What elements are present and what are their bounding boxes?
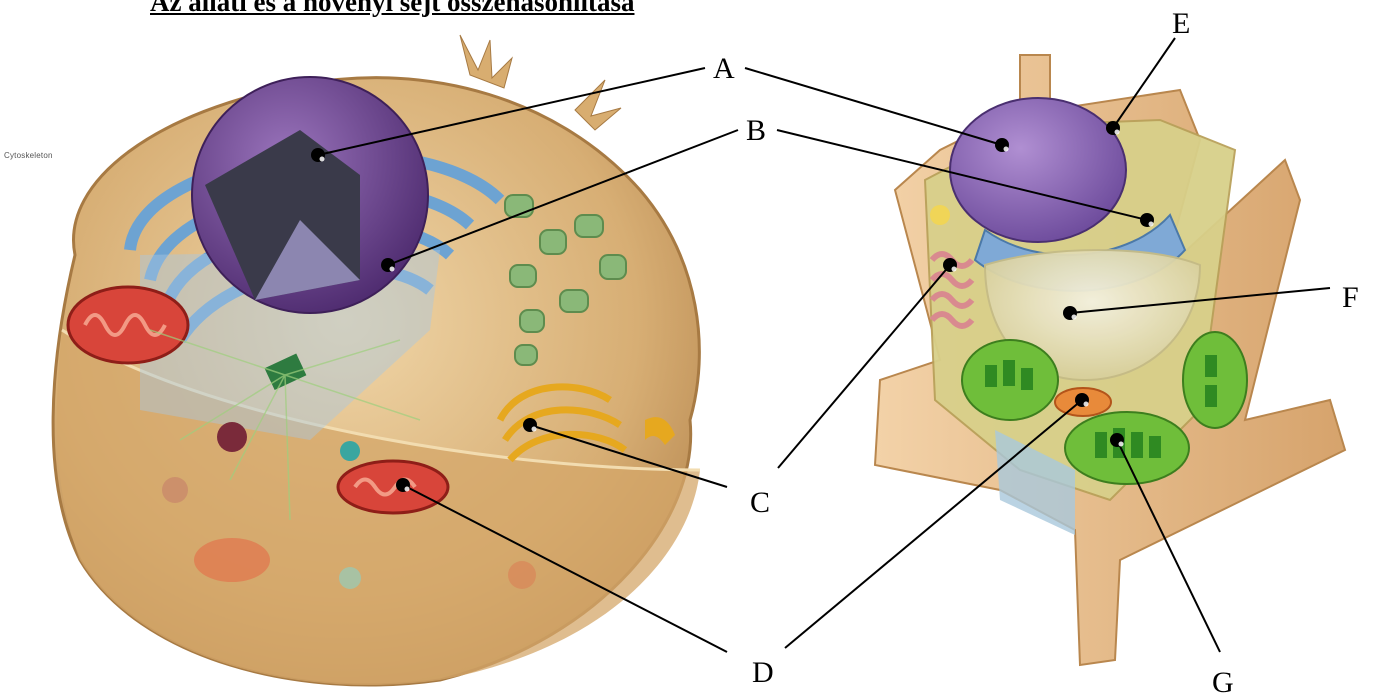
vesicle	[340, 441, 360, 461]
label-a: A	[713, 52, 735, 85]
vesicle	[508, 561, 536, 589]
lysosome	[217, 422, 247, 452]
label-c: C	[750, 486, 770, 519]
label-e: E	[1172, 7, 1190, 40]
chloroplast-right	[1183, 332, 1247, 428]
peroxisome	[162, 477, 188, 503]
plant-highlight	[930, 205, 950, 225]
membrane-protrusion	[460, 35, 512, 88]
label-f: F	[1342, 281, 1359, 314]
vesicle	[339, 567, 361, 589]
label-d: D	[752, 656, 774, 689]
lower-organelle	[194, 538, 270, 582]
plant-nucleus	[950, 98, 1126, 242]
label-b: B	[746, 114, 766, 147]
chloroplast-lower	[1065, 412, 1189, 484]
plant-cell	[875, 55, 1345, 665]
label-g: G	[1212, 666, 1234, 695]
